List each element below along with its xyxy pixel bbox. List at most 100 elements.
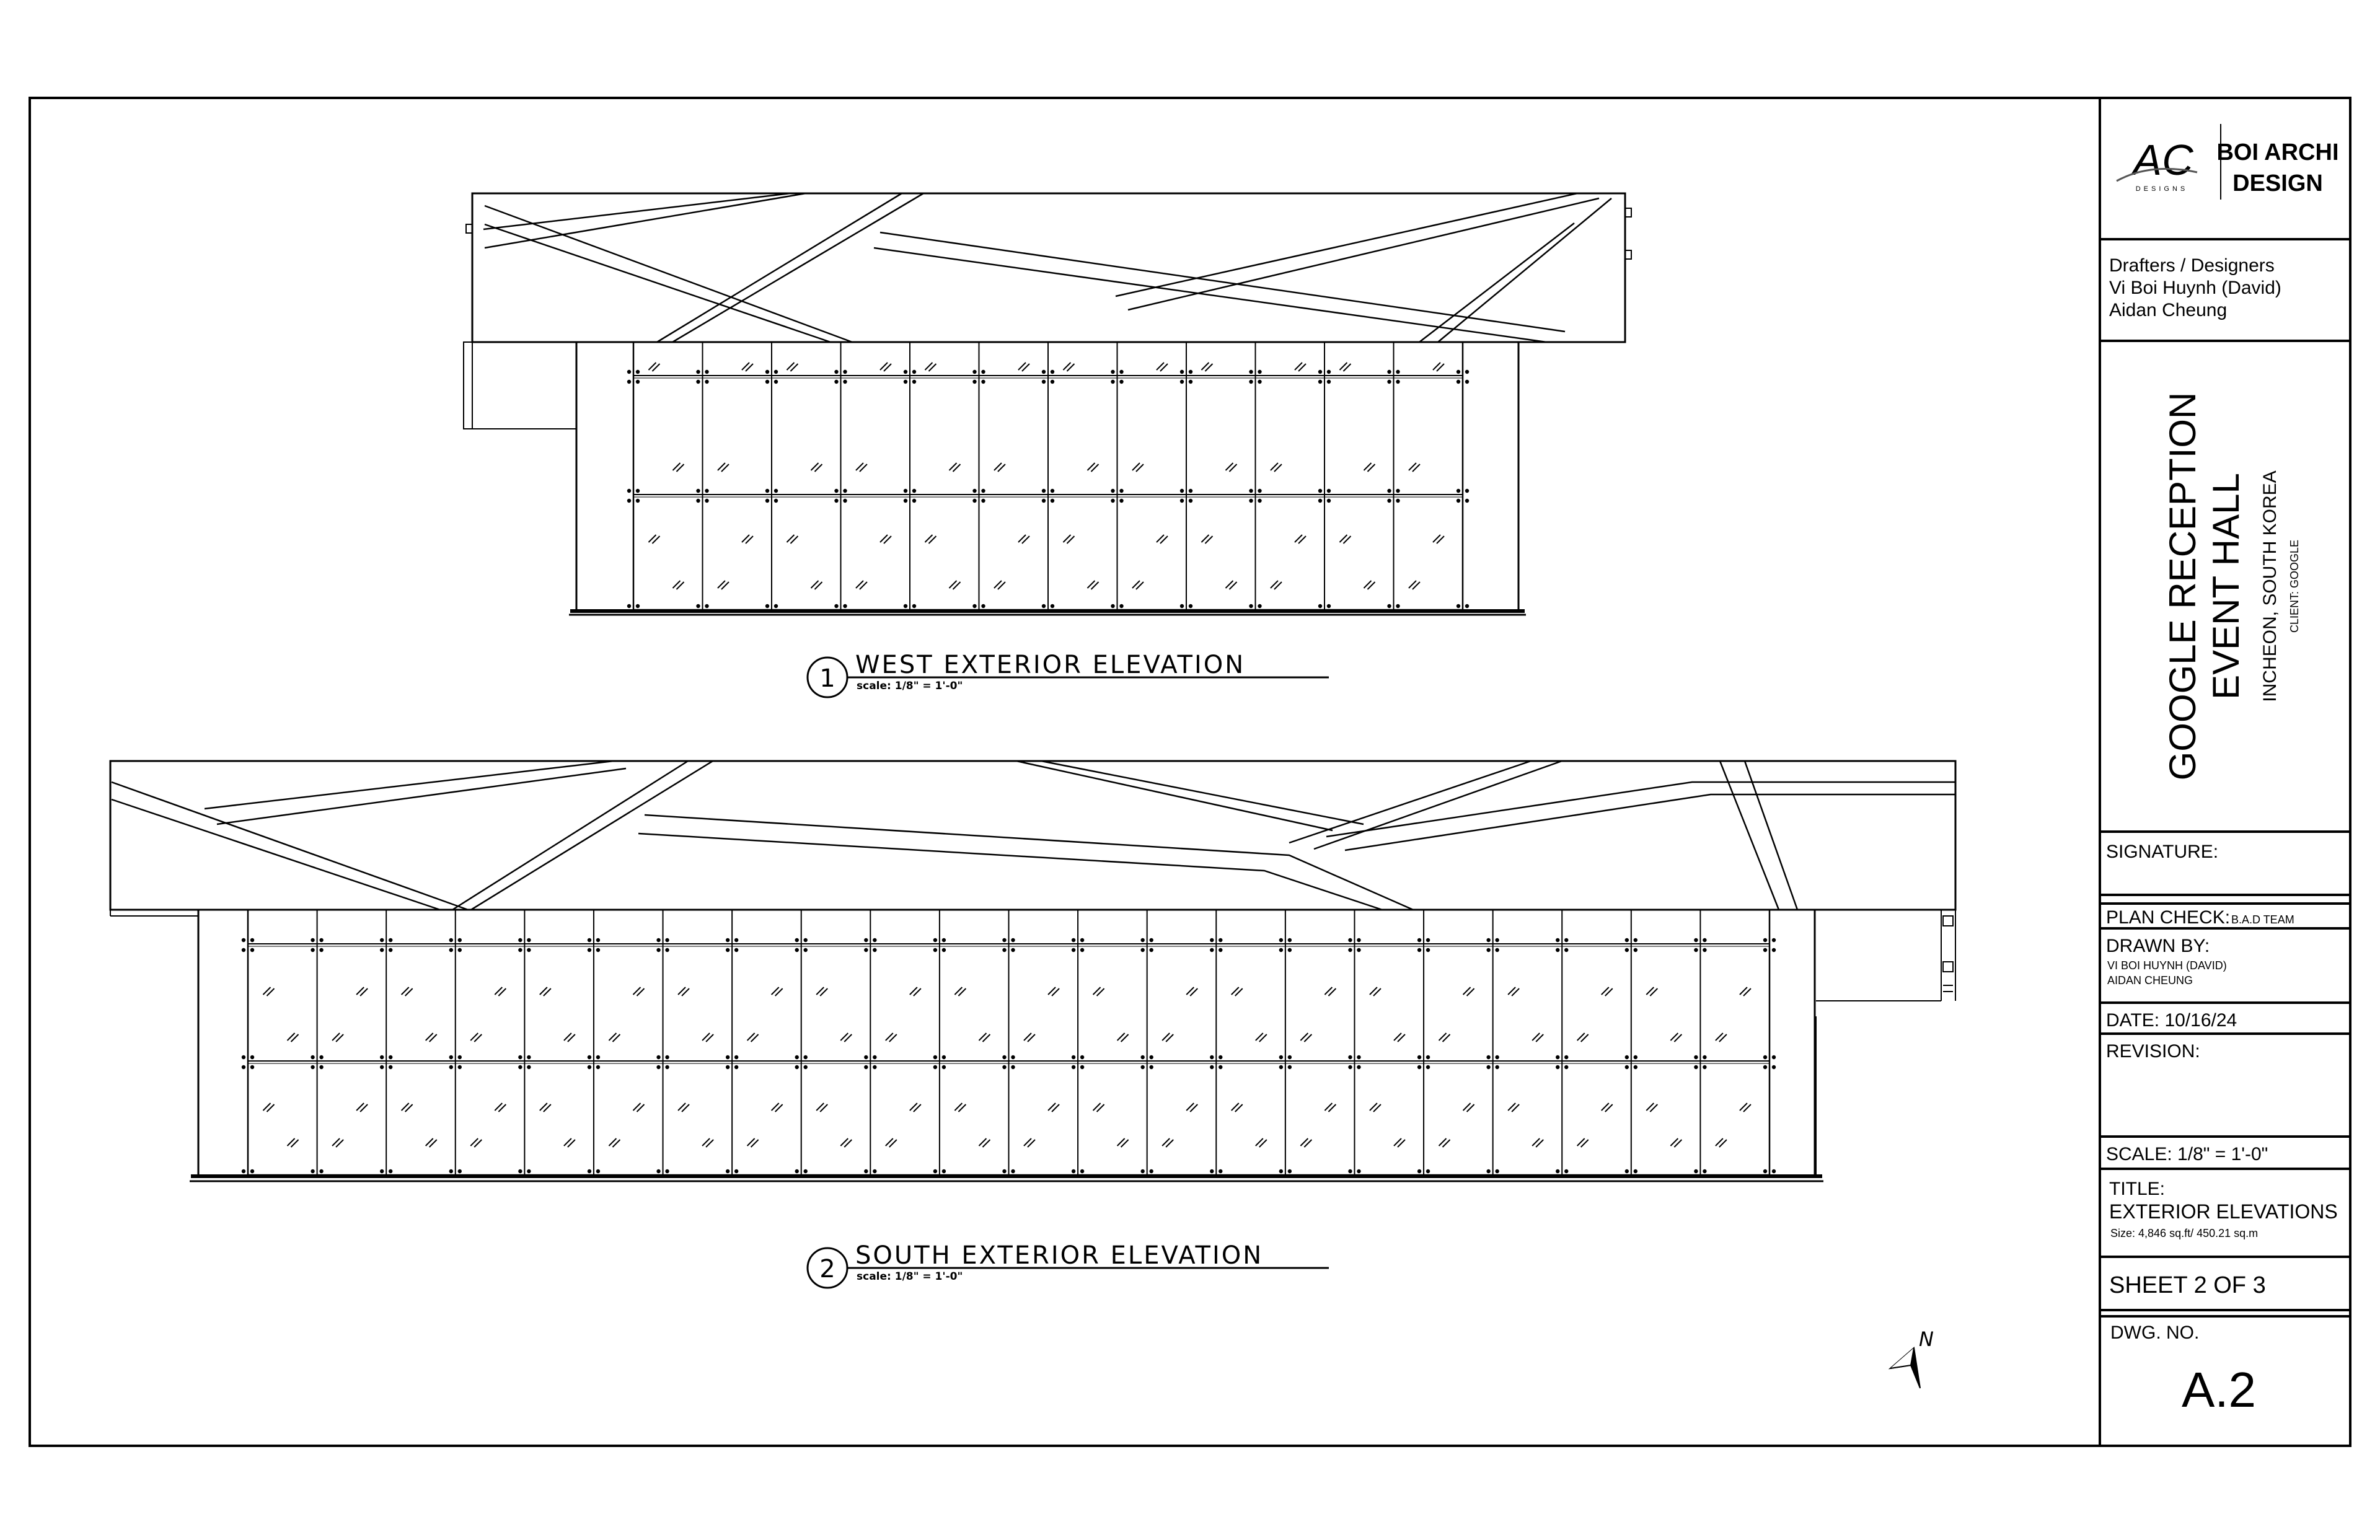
west-curtain-mark-31 [912, 369, 917, 374]
west-curtain-mark-20 [696, 379, 700, 384]
south-curtain-mark-37 [457, 938, 462, 943]
south-curtain-mark-389 [1373, 1104, 1382, 1112]
west-curtain-mark-64 [1456, 379, 1461, 384]
south-curtain-mark-53 [734, 938, 739, 943]
south-curtain-mark-311 [705, 1139, 714, 1148]
west-curtain-mark-163 [790, 363, 799, 372]
south-curtain-mark-54 [725, 948, 730, 953]
west-curtain-mark-134 [1111, 604, 1115, 609]
west-curtain-mark-168 [810, 580, 819, 589]
south-curtain-mark-105 [1633, 938, 1638, 943]
west-curtain-mark-174 [879, 534, 888, 543]
west-curtain-mark-199 [1066, 535, 1075, 544]
west-curtain-mark-202 [1156, 362, 1165, 371]
west-curtain-mark-150 [648, 534, 657, 543]
south-curtain-mark-39 [457, 948, 462, 953]
west-curtain-mark-228 [1363, 462, 1372, 471]
south-curtain-mark-365 [1189, 1104, 1198, 1112]
north-arrow: N [1888, 1327, 1934, 1389]
west-curtain-mark-113 [1396, 488, 1400, 493]
south-curtain-mark-267 [335, 1034, 344, 1042]
south-curtain-mark-147 [734, 1055, 739, 1060]
west-curtain-mark-159 [745, 535, 754, 544]
title-label: TITLE: [2109, 1179, 2165, 1199]
south-curtain-mark-265 [359, 988, 368, 997]
south-curtain-mark-62 [864, 948, 868, 953]
west-curtain-mark-71 [635, 498, 640, 503]
south-curtain-mark-412 [1601, 1102, 1610, 1111]
west-roof-band [471, 192, 1626, 343]
south-curtain-mark-76 [1140, 938, 1145, 943]
west-curtain-mark-203 [1160, 363, 1168, 372]
south-curtain-mark-361 [1189, 988, 1198, 997]
south-curtain-mark-63 [873, 948, 877, 953]
west-curtain-mark-185 [952, 581, 961, 590]
west-curtain-mark-69 [635, 488, 640, 493]
south-curtain-mark-410 [1576, 1032, 1585, 1041]
west-curtain-mark-142 [1387, 604, 1391, 609]
south-curtain-mark-48 [656, 938, 661, 943]
south-curtain-mark-31 [319, 948, 324, 953]
south-curtain-mark-309 [681, 1104, 690, 1112]
south-curtain-mark-324 [816, 1102, 824, 1111]
south-curtain-mark-429 [1743, 1104, 1752, 1112]
south-curtain-mark-402 [1532, 1032, 1540, 1041]
west-curtain-mark-111 [1326, 498, 1331, 503]
south-curtain-mark-192 [1486, 1065, 1491, 1070]
west-curtain-mark-182 [924, 534, 933, 543]
west-curtain-mark-40 [1041, 379, 1046, 384]
west-curtain-mark-213 [1228, 464, 1238, 472]
south-curtain-mark-413 [1605, 1104, 1613, 1112]
south-curtain-mark-313 [774, 988, 783, 997]
west-curtain-mark-180 [948, 462, 958, 471]
west-curtain-mark-24 [765, 379, 770, 384]
south-curtain-mark-325 [819, 1104, 828, 1112]
south-curtain-mark-163 [1011, 1055, 1015, 1060]
south-curtain-mark-364 [1186, 1102, 1194, 1111]
south-curtain-mark-35 [388, 948, 393, 953]
west-curtain-mark-218 [1294, 362, 1303, 371]
west-curtain-mark-169 [814, 581, 823, 590]
south-curtain-mark-375 [1259, 1139, 1267, 1148]
west-curtain-mark-53 [1258, 379, 1262, 384]
south-curtain-mark-61 [873, 938, 877, 943]
south-curtain-mark-279 [429, 1139, 438, 1148]
south-curtain-mark-285 [498, 1104, 507, 1112]
south-curtain-mark-403 [1535, 1034, 1544, 1042]
south-curtain-mark-331 [889, 1034, 897, 1042]
south-curtain-mark-84 [1279, 938, 1284, 943]
south-curtain-mark-319 [750, 1139, 759, 1148]
south-curtain-mark-367 [1165, 1139, 1174, 1148]
south-curtain-mark-328 [909, 987, 918, 995]
south-curtain-mark-281 [498, 988, 507, 997]
south-curtain-mark-275 [429, 1034, 438, 1042]
south-curtain-mark-409 [1605, 988, 1613, 997]
west-curtain-mark-92 [1041, 488, 1046, 493]
south-curtain-mark-25 [250, 938, 255, 943]
west-curtain-mark-123 [705, 604, 709, 609]
west-curtain-mark-98 [1111, 498, 1115, 503]
south-curtain-mark-188 [1417, 1065, 1422, 1070]
south-curtain-mark-289 [543, 988, 552, 997]
west-curtain-mark-220 [1270, 462, 1279, 471]
west-curtain-mark-129 [912, 604, 917, 609]
west-elevation-drawing [463, 192, 1632, 616]
south-curtain-mark-234 [1071, 1169, 1076, 1174]
plan-check-label: PLAN CHECK: [2106, 907, 2230, 928]
south-curtain-mark-66 [933, 948, 938, 953]
south-curtain-mark-198 [1624, 1055, 1629, 1060]
south-curtain-mark-178 [1279, 1055, 1284, 1060]
south-curtain-mark-268 [356, 1102, 364, 1111]
west-curtain-mark-216 [1225, 580, 1234, 589]
west-curtain-mark-230 [1339, 534, 1348, 543]
south-curtain-mark-345 [1051, 988, 1060, 997]
south-curtain-mark-112 [1763, 938, 1768, 943]
west-curtain-mark-88 [972, 488, 977, 493]
south-curtain-mark-362 [1161, 1032, 1170, 1041]
south-curtain-mark-91 [1357, 948, 1361, 953]
south-curtain-mark-168 [1071, 1065, 1076, 1070]
south-curtain-mark-318 [746, 1138, 756, 1146]
south-curtain-mark-137 [527, 1065, 531, 1070]
west-curtain-mark-86 [903, 498, 908, 503]
west-curtain-mark-139 [1258, 604, 1262, 609]
